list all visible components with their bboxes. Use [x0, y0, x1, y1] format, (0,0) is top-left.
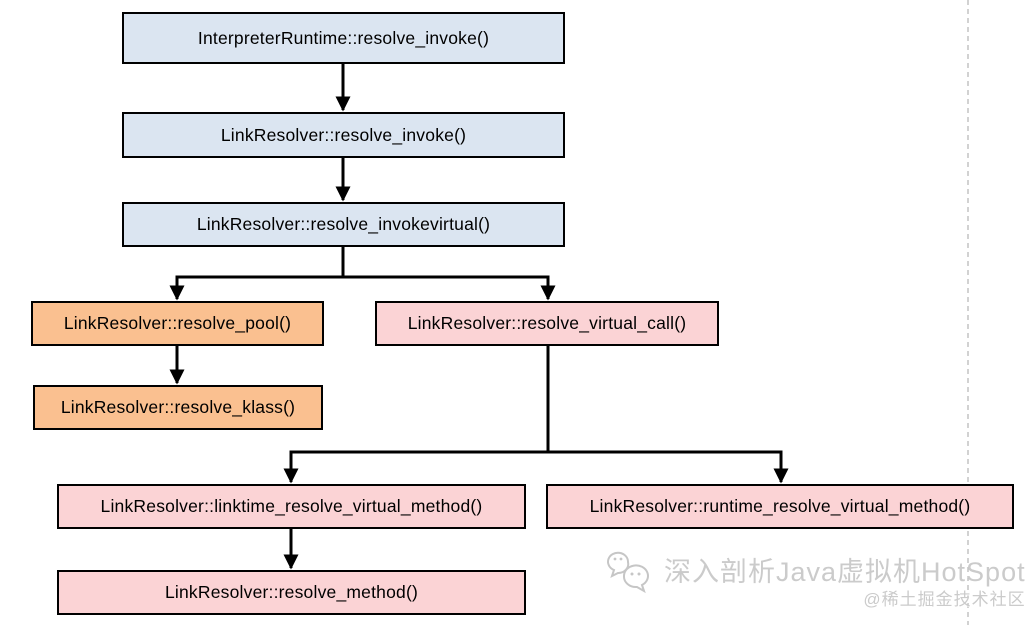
watermark-handle: @稀土掘金技术社区: [863, 590, 1026, 609]
node-linkresolver-runtime-resolve-virtual-method: LinkResolver::runtime_resolve_virtual_me…: [546, 484, 1014, 529]
node-linkresolver-resolve-method: LinkResolver::resolve_method(): [57, 570, 526, 615]
node-linkresolver-resolve-virtual-call: LinkResolver::resolve_virtual_call(): [375, 301, 719, 346]
wechat-bubbles-icon: [607, 551, 649, 594]
node-linkresolver-resolve-invoke: LinkResolver::resolve_invoke(): [122, 112, 565, 158]
node-linkresolver-resolve-klass: LinkResolver::resolve_klass(): [33, 385, 323, 430]
node-linkresolver-resolve-pool: LinkResolver::resolve_pool(): [31, 301, 324, 346]
node-linkresolver-resolve-invokevirtual: LinkResolver::resolve_invokevirtual(): [122, 202, 565, 247]
watermark: 深入剖析Java虚拟机HotSpot @稀土掘金技术社区: [606, 550, 1026, 610]
node-interpreterruntime-resolve-invoke: InterpreterRuntime::resolve_invoke(): [122, 12, 565, 64]
node-linkresolver-linktime-resolve-virtual-method: LinkResolver::linktime_resolve_virtual_m…: [57, 484, 526, 529]
watermark-title: 深入剖析Java虚拟机HotSpot: [664, 557, 1026, 587]
